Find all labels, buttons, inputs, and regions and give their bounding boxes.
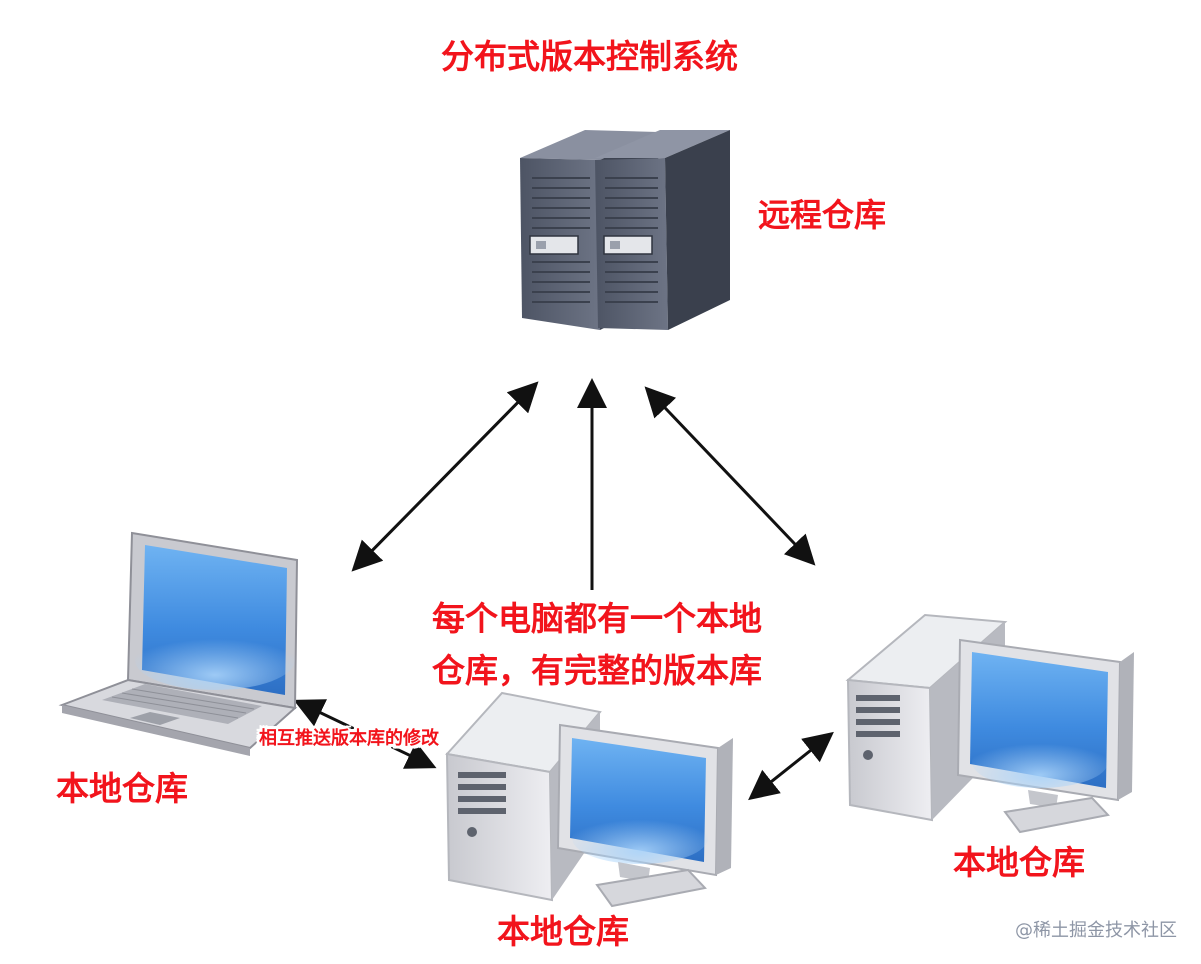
push-changes-note: 相互推送版本库的修改: [259, 728, 439, 749]
diagram-title: 分布式版本控制系统: [441, 37, 738, 76]
note-line-2: 仓库，有完整的版本库: [432, 651, 762, 690]
desktop-icon-right: [845, 613, 1134, 834]
watermark: @稀土掘金技术社区: [1015, 920, 1177, 941]
arrow-center-right: [748, 731, 834, 801]
arrow-right-remote: [644, 386, 816, 566]
desktop-icon: [445, 691, 733, 908]
server-icon: [520, 130, 730, 330]
note-line-1: 每个电脑都有一个本地: [432, 599, 762, 638]
laptop-local-repo-label: 本地仓库: [56, 769, 188, 808]
arrow-laptop-center: [293, 699, 437, 769]
arrow-laptop-remote: [351, 381, 539, 572]
laptop-icon: [58, 531, 299, 756]
remote-repo-label: 远程仓库: [758, 196, 887, 234]
right-local-repo-label: 本地仓库: [953, 843, 1085, 882]
local-repo-note: 每个电脑都有一个本地 仓库，有完整的版本库: [432, 593, 762, 697]
center-local-repo-label: 本地仓库: [497, 912, 629, 951]
